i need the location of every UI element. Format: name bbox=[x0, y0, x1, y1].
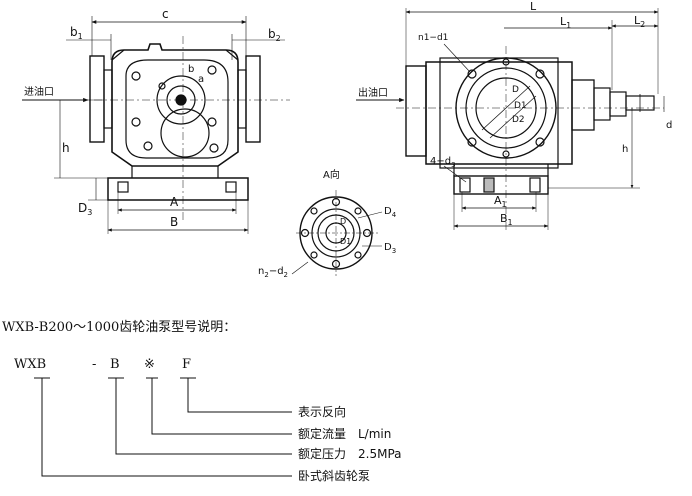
dim-D1-label: D1 bbox=[514, 101, 527, 111]
model-code: WXB - B ※ F bbox=[14, 357, 191, 372]
model-code-explanations: 表示反向 额定流量 L/min 额定压力 2.5MPa 卧式斜齿轮泵 bbox=[298, 404, 402, 483]
model-caption: WXB-B200～1000齿轮油泵型号说明： bbox=[2, 320, 237, 335]
view-a-D: D bbox=[340, 217, 346, 226]
explain-reverse: 表示反向 bbox=[298, 404, 346, 419]
dim-n1d1-label: n1−d1 bbox=[418, 33, 448, 43]
side-view bbox=[356, 8, 665, 232]
dim-L1-label: L1 bbox=[560, 15, 571, 30]
view-a-labels: A向 D D1 D4 D3 n2−d2 bbox=[258, 168, 397, 279]
inlet-label: 进油口 bbox=[24, 85, 54, 98]
dim-D-label: D bbox=[512, 85, 519, 95]
explain-type: 卧式斜齿轮泵 bbox=[298, 469, 370, 483]
code-part-b: B bbox=[110, 357, 120, 372]
view-a-D4: D4 bbox=[384, 206, 397, 219]
dim-A-label: A bbox=[170, 195, 179, 209]
front-view bbox=[22, 16, 290, 234]
dim-d-label: d bbox=[666, 120, 672, 131]
model-code-leaders bbox=[34, 377, 292, 477]
view-a-D3: D3 bbox=[384, 242, 396, 255]
code-part-flow: ※ bbox=[144, 357, 155, 372]
dim-b2-label: b2 bbox=[268, 27, 281, 43]
dim-a-label: a bbox=[198, 74, 204, 85]
dim-L2-label: L2 bbox=[634, 14, 645, 29]
explain-pressure: 额定压力 2.5MPa bbox=[298, 446, 402, 461]
front-view-labels: c b1 b2 b a 进油口 h D3 A B bbox=[24, 7, 281, 229]
dim-A1-label: A1 bbox=[494, 194, 507, 209]
dim-D2-label: D2 bbox=[512, 115, 525, 125]
code-part-wxb: WXB bbox=[14, 357, 46, 372]
view-a bbox=[291, 190, 383, 276]
dim-L-label: L bbox=[530, 0, 537, 13]
explain-flow: 额定流量 L/min bbox=[298, 426, 391, 441]
dim-B-label: B bbox=[170, 215, 178, 229]
dim-b1-label: b1 bbox=[70, 25, 83, 41]
view-a-D1: D1 bbox=[340, 237, 351, 246]
view-a-n2d2: n2−d2 bbox=[258, 266, 288, 279]
outlet-label: 出油口 bbox=[358, 86, 388, 99]
view-a-title: A向 bbox=[323, 168, 340, 181]
dim-h-label: h bbox=[62, 141, 70, 155]
dim-c-label: c bbox=[162, 7, 169, 21]
dim-d3-label: D3 bbox=[78, 201, 92, 217]
dim-b-label: b bbox=[188, 64, 194, 75]
dim-4d3-label: 4−d3 bbox=[430, 156, 456, 169]
dim-h-side-label: h bbox=[622, 144, 628, 155]
code-part-f: F bbox=[182, 357, 191, 372]
side-view-labels: L L1 L2 n1−d1 出油口 D D1 D2 d h 4−d3 A1 B1 bbox=[358, 0, 672, 227]
code-part-dash: - bbox=[92, 357, 96, 372]
dim-B1-label: B1 bbox=[500, 212, 513, 227]
